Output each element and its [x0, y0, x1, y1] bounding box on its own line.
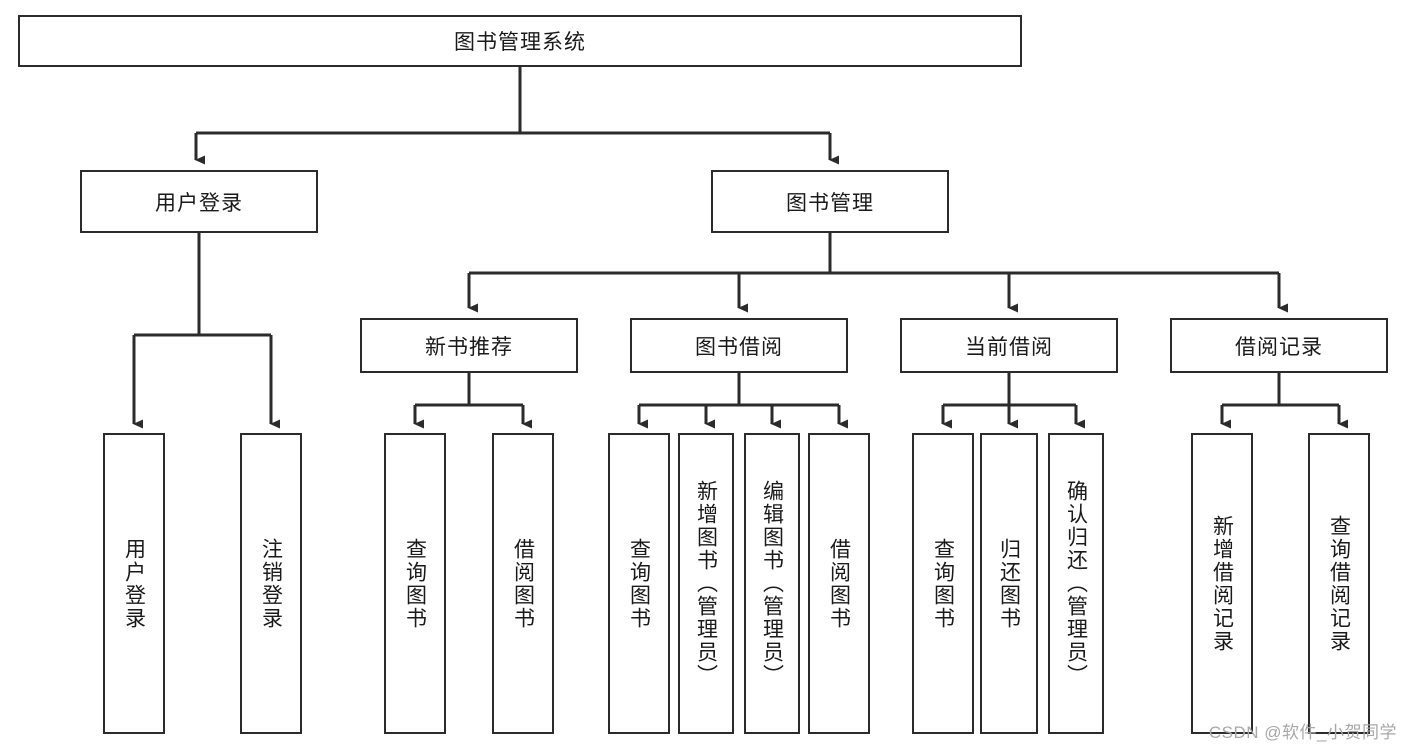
node-label: 图书借阅 [695, 335, 783, 359]
node-label: 当前借阅 [965, 335, 1053, 359]
node-label: 归还图书 [997, 537, 1021, 630]
leaf-current-query-book[interactable]: 查询图书 [912, 433, 974, 734]
node-label: 借阅图书 [511, 537, 535, 630]
node-label: 借阅图书 [827, 537, 851, 630]
node-label: 查询图书 [931, 537, 955, 630]
leaf-borrow-add-book-admin[interactable]: 新增图书（管理员） [678, 433, 734, 734]
node-current-borrow[interactable]: 当前借阅 [900, 318, 1118, 373]
node-label: 查询图书 [627, 537, 651, 630]
node-root-system[interactable]: 图书管理系统 [18, 15, 1022, 67]
leaf-recommend-borrow-book[interactable]: 借阅图书 [492, 433, 554, 734]
leaf-record-query-record[interactable]: 查询借阅记录 [1308, 433, 1370, 734]
node-book-borrow[interactable]: 图书借阅 [630, 318, 848, 373]
node-label: 用户登录 [122, 537, 146, 630]
node-new-book-recommend[interactable]: 新书推荐 [360, 318, 578, 373]
node-label: 图书管理 [786, 191, 874, 215]
leaf-recommend-query-book[interactable]: 查询图书 [384, 433, 446, 734]
node-label: 借阅记录 [1235, 335, 1323, 359]
node-book-management[interactable]: 图书管理 [711, 170, 949, 233]
leaf-record-add-record[interactable]: 新增借阅记录 [1191, 433, 1253, 734]
node-label: 图书管理系统 [454, 31, 586, 54]
leaf-current-confirm-return-admin[interactable]: 确认归还（管理员） [1048, 433, 1104, 734]
leaf-user-login-login[interactable]: 用户登录 [103, 433, 165, 734]
watermark-label: CSDN @软件_小贺同学 [1208, 723, 1397, 742]
node-label: 注销登录 [259, 537, 283, 630]
node-user-login[interactable]: 用户登录 [80, 170, 318, 233]
node-label: 查询借阅记录 [1327, 514, 1351, 653]
leaf-borrow-borrow-book[interactable]: 借阅图书 [808, 433, 870, 734]
node-label: 用户登录 [155, 191, 243, 215]
node-label: 新书推荐 [425, 335, 513, 359]
node-label: 查询图书 [403, 537, 427, 630]
leaf-borrow-edit-book-admin[interactable]: 编辑图书（管理员） [744, 433, 800, 734]
node-borrow-record[interactable]: 借阅记录 [1170, 318, 1388, 373]
node-label: 编辑图书（管理员） [760, 480, 784, 687]
leaf-current-return-book[interactable]: 归还图书 [980, 433, 1038, 734]
leaf-user-login-logout[interactable]: 注销登录 [240, 433, 302, 734]
node-label: 新增借阅记录 [1210, 514, 1234, 653]
leaf-borrow-query-book[interactable]: 查询图书 [608, 433, 670, 734]
node-label: 确认归还（管理员） [1064, 480, 1088, 687]
node-label: 新增图书（管理员） [694, 480, 718, 687]
